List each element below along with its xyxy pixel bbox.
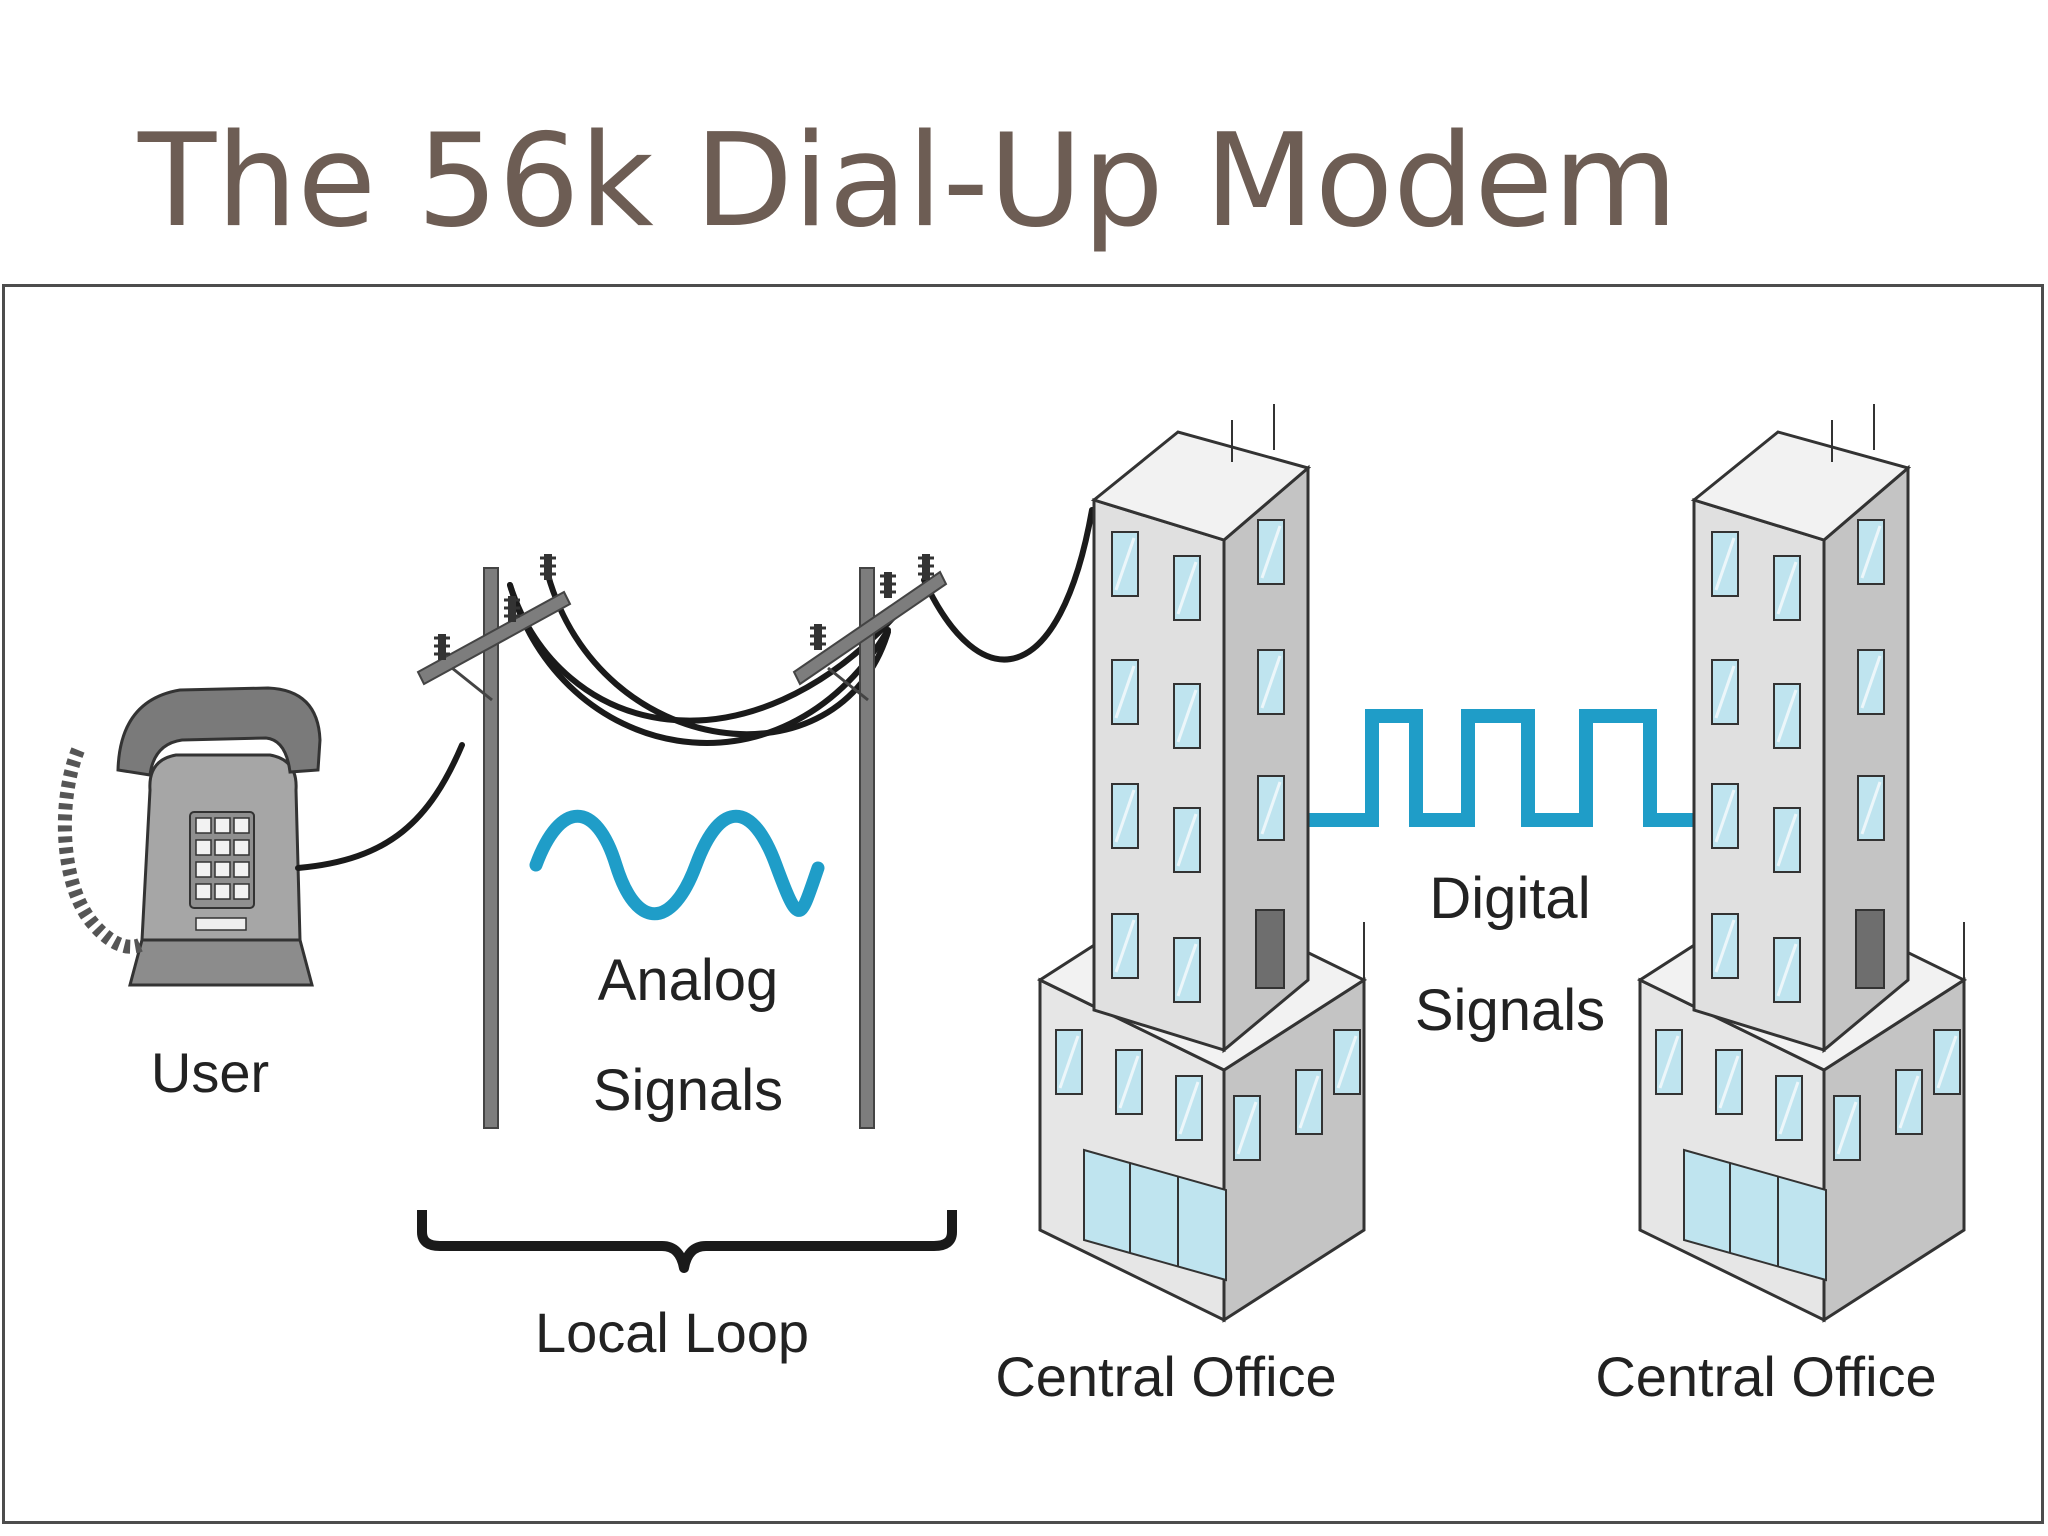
digital-wave: [1306, 709, 1696, 827]
phone-wires: [295, 507, 1095, 871]
telephone-icon: [57, 686, 322, 987]
digital-label-line1: Digital: [1429, 866, 1590, 931]
analog-wave: [529, 809, 825, 921]
local-loop-brace: [417, 1210, 957, 1273]
utility-pole-icon: [416, 552, 572, 1129]
user-label: User: [151, 1041, 269, 1104]
central-office-label-2: Central Office: [1595, 1345, 1936, 1408]
utility-pole-icon: [792, 552, 948, 1129]
digital-label-line2: Signals: [1415, 978, 1605, 1043]
building-icon: [1036, 404, 1368, 1323]
building-icon: [1636, 404, 1968, 1323]
central-office-label-1: Central Office: [995, 1345, 1336, 1408]
analog-label-line2: Signals: [593, 1058, 783, 1123]
analog-label-line1: Analog: [598, 948, 779, 1013]
local-loop-label: Local Loop: [535, 1301, 809, 1364]
slide-title: The 56k Dial-Up Modem: [138, 107, 1678, 256]
